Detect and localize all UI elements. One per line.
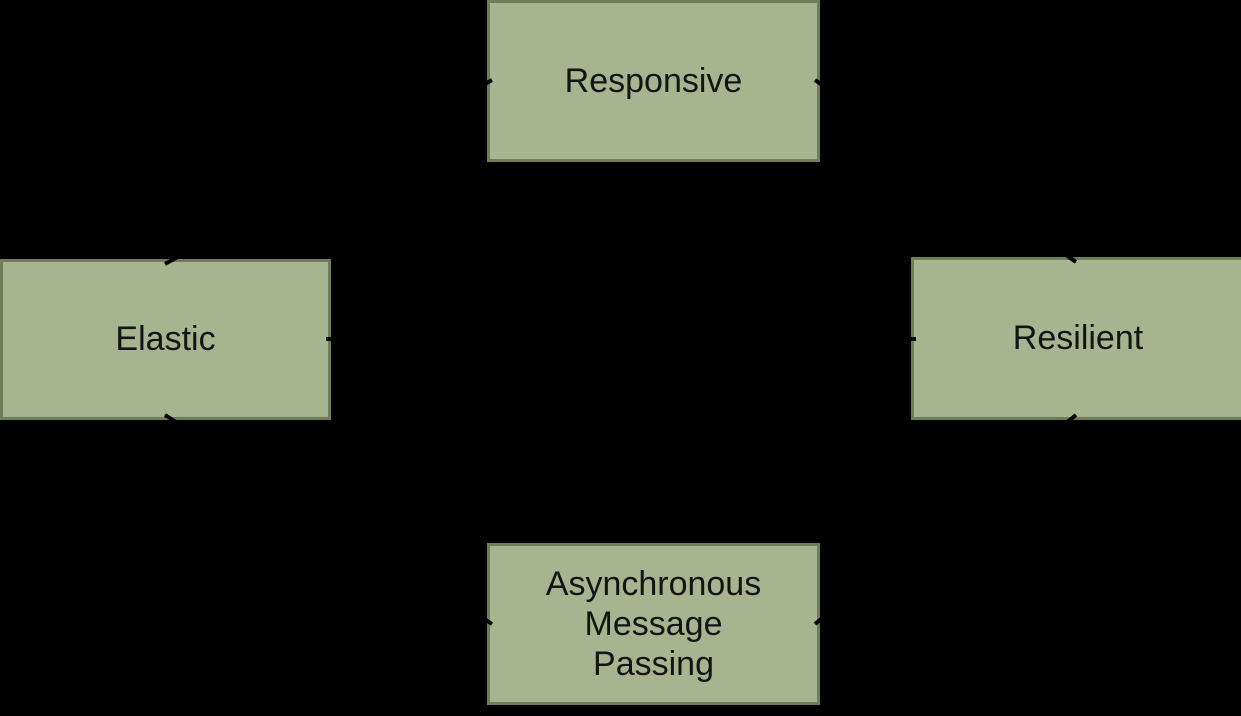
node-elastic-label: Elastic: [115, 320, 216, 359]
node-resilient-label: Resilient: [1012, 319, 1144, 358]
edge-elastic-responsive: [164, 78, 493, 266]
edge-async-message-passing-resilient: [813, 413, 1078, 626]
node-elastic: Elastic: [0, 259, 331, 420]
node-resilient: Resilient: [911, 257, 1241, 420]
edge-resilient-responsive: [813, 78, 1078, 264]
node-responsive: Responsive: [487, 0, 820, 162]
node-responsive-label: Responsive: [564, 61, 743, 100]
node-async-message-passing: Asynchronous Message Passing: [487, 543, 820, 705]
node-async-message-passing-label: Asynchronous Message Passing: [545, 564, 762, 684]
edge-async-message-passing-elastic: [163, 413, 494, 626]
